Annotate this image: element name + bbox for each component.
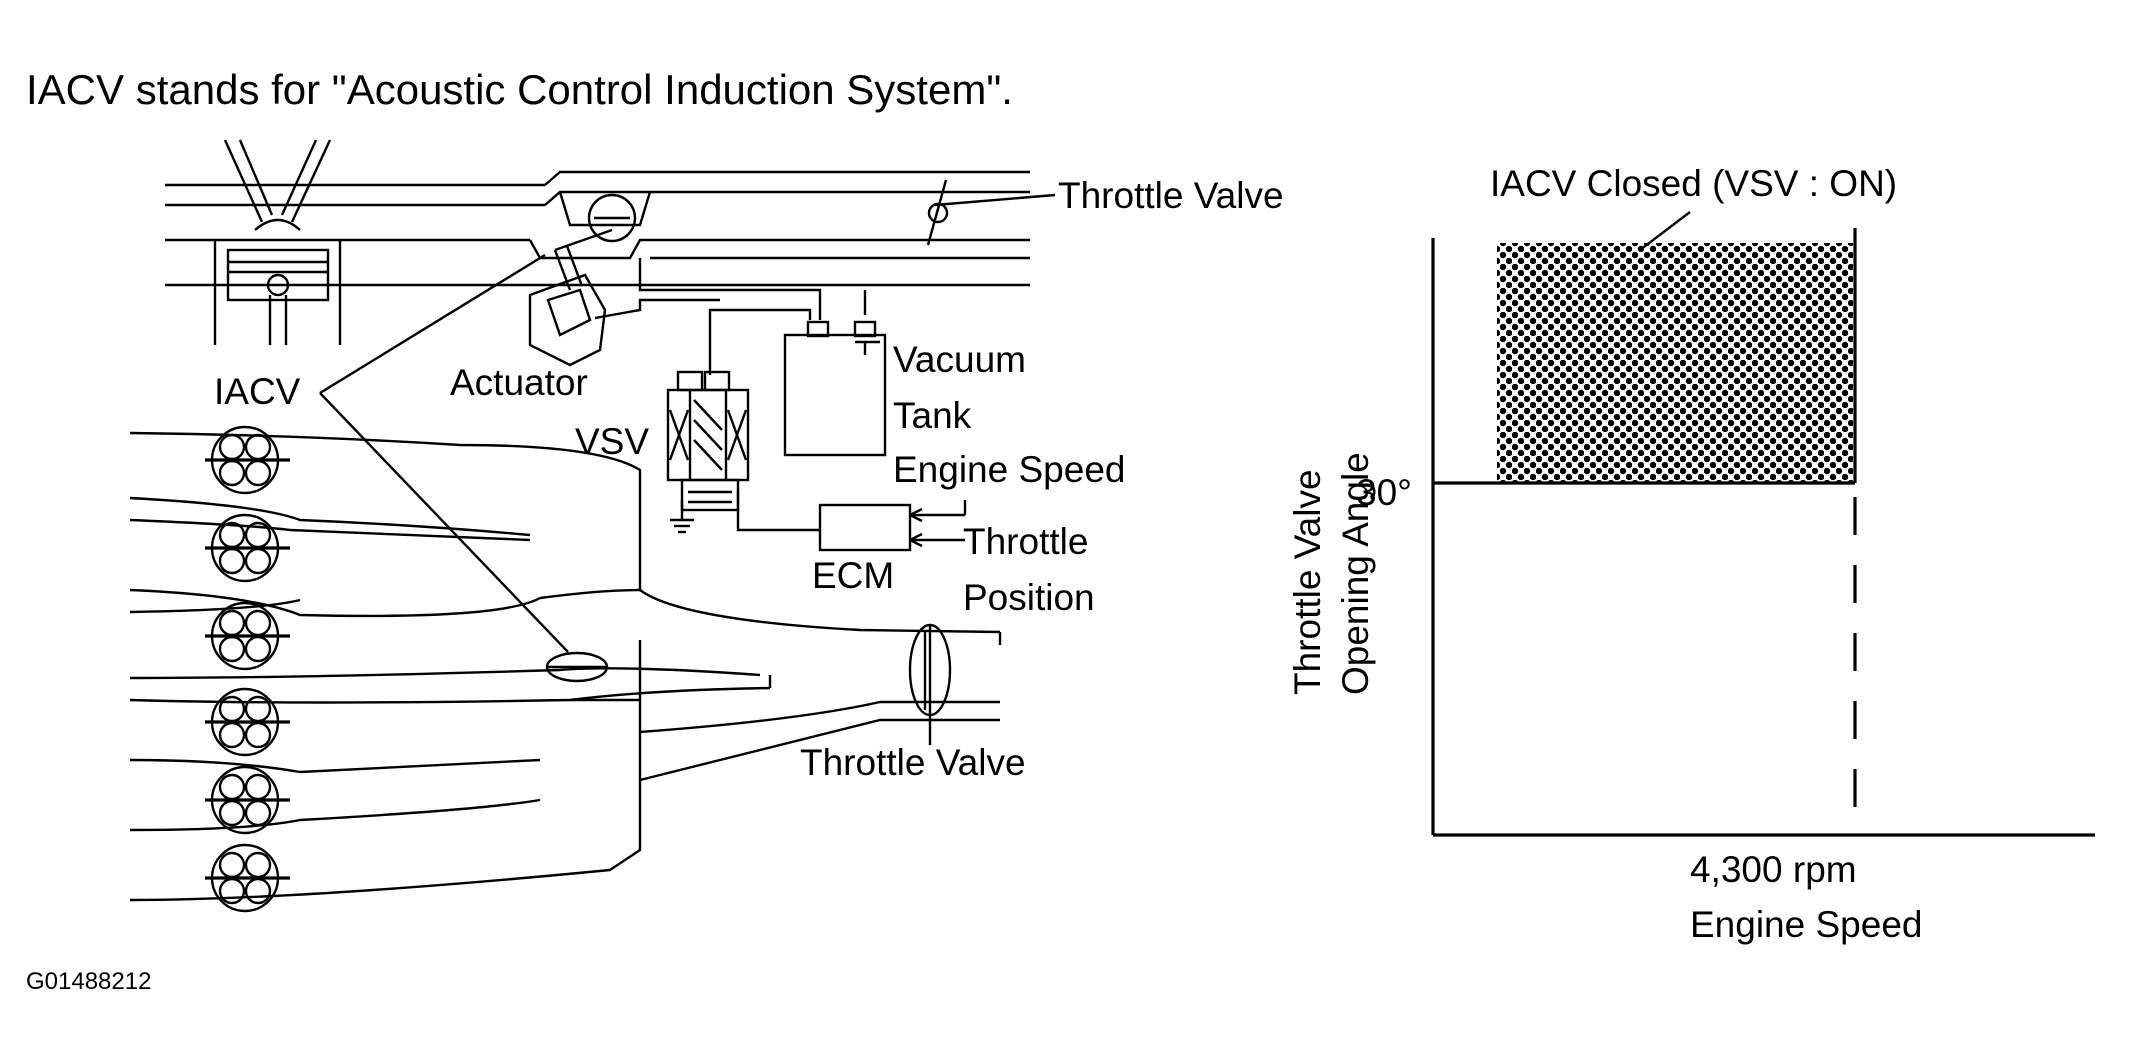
upper-throttle-valve — [926, 179, 949, 246]
page-heading: IACV stands for "Acoustic Control Induct… — [26, 66, 1013, 113]
label-actuator: Actuator — [450, 362, 588, 403]
ecm-box — [818, 500, 967, 552]
upper-intake-duct — [165, 170, 1030, 287]
label-vacuum: Vacuum — [893, 339, 1026, 380]
label-throttle-valve-top: Throttle Valve — [1058, 175, 1284, 216]
iacv-valve-upper — [587, 193, 637, 243]
label-iacv: IACV — [214, 371, 301, 412]
label-position: Position — [963, 577, 1095, 618]
label-y-axis-line2: Opening Angle — [1335, 452, 1376, 695]
label-4300-rpm: 4,300 rpm — [1690, 849, 1857, 890]
label-engine-speed-input: Engine Speed — [893, 449, 1125, 490]
label-tank: Tank — [893, 395, 972, 436]
label-iacv-closed: IACV Closed (VSV : ON) — [1490, 163, 1897, 204]
lower-throttle-valve — [908, 623, 952, 745]
figure-code: G01488212 — [26, 968, 152, 995]
label-throttle: Throttle — [963, 521, 1088, 562]
vsv-assembly — [638, 258, 822, 534]
iacv-leader-lines — [319, 193, 1056, 653]
label-throttle-valve-bottom: Throttle Valve — [800, 742, 1026, 783]
iacv-closed-region — [1497, 243, 1853, 483]
iacv-valve-lower — [545, 651, 609, 683]
label-vsv: VSV — [575, 421, 649, 462]
cylinder-head — [213, 139, 342, 345]
vacuum-tank — [783, 290, 887, 457]
label-y-axis-line1: Throttle Valve — [1287, 469, 1328, 695]
actuator — [528, 228, 720, 367]
engine-schematic — [129, 139, 1056, 913]
label-engine-speed-axis: Engine Speed — [1690, 904, 1922, 945]
region-leader — [1639, 211, 1691, 251]
intake-manifold — [129, 431, 1002, 902]
cylinder-ports — [205, 425, 290, 913]
label-ecm: ECM — [812, 555, 894, 596]
iacv-graph — [1431, 211, 2095, 837]
label-30-deg: 30° — [1356, 472, 1412, 513]
